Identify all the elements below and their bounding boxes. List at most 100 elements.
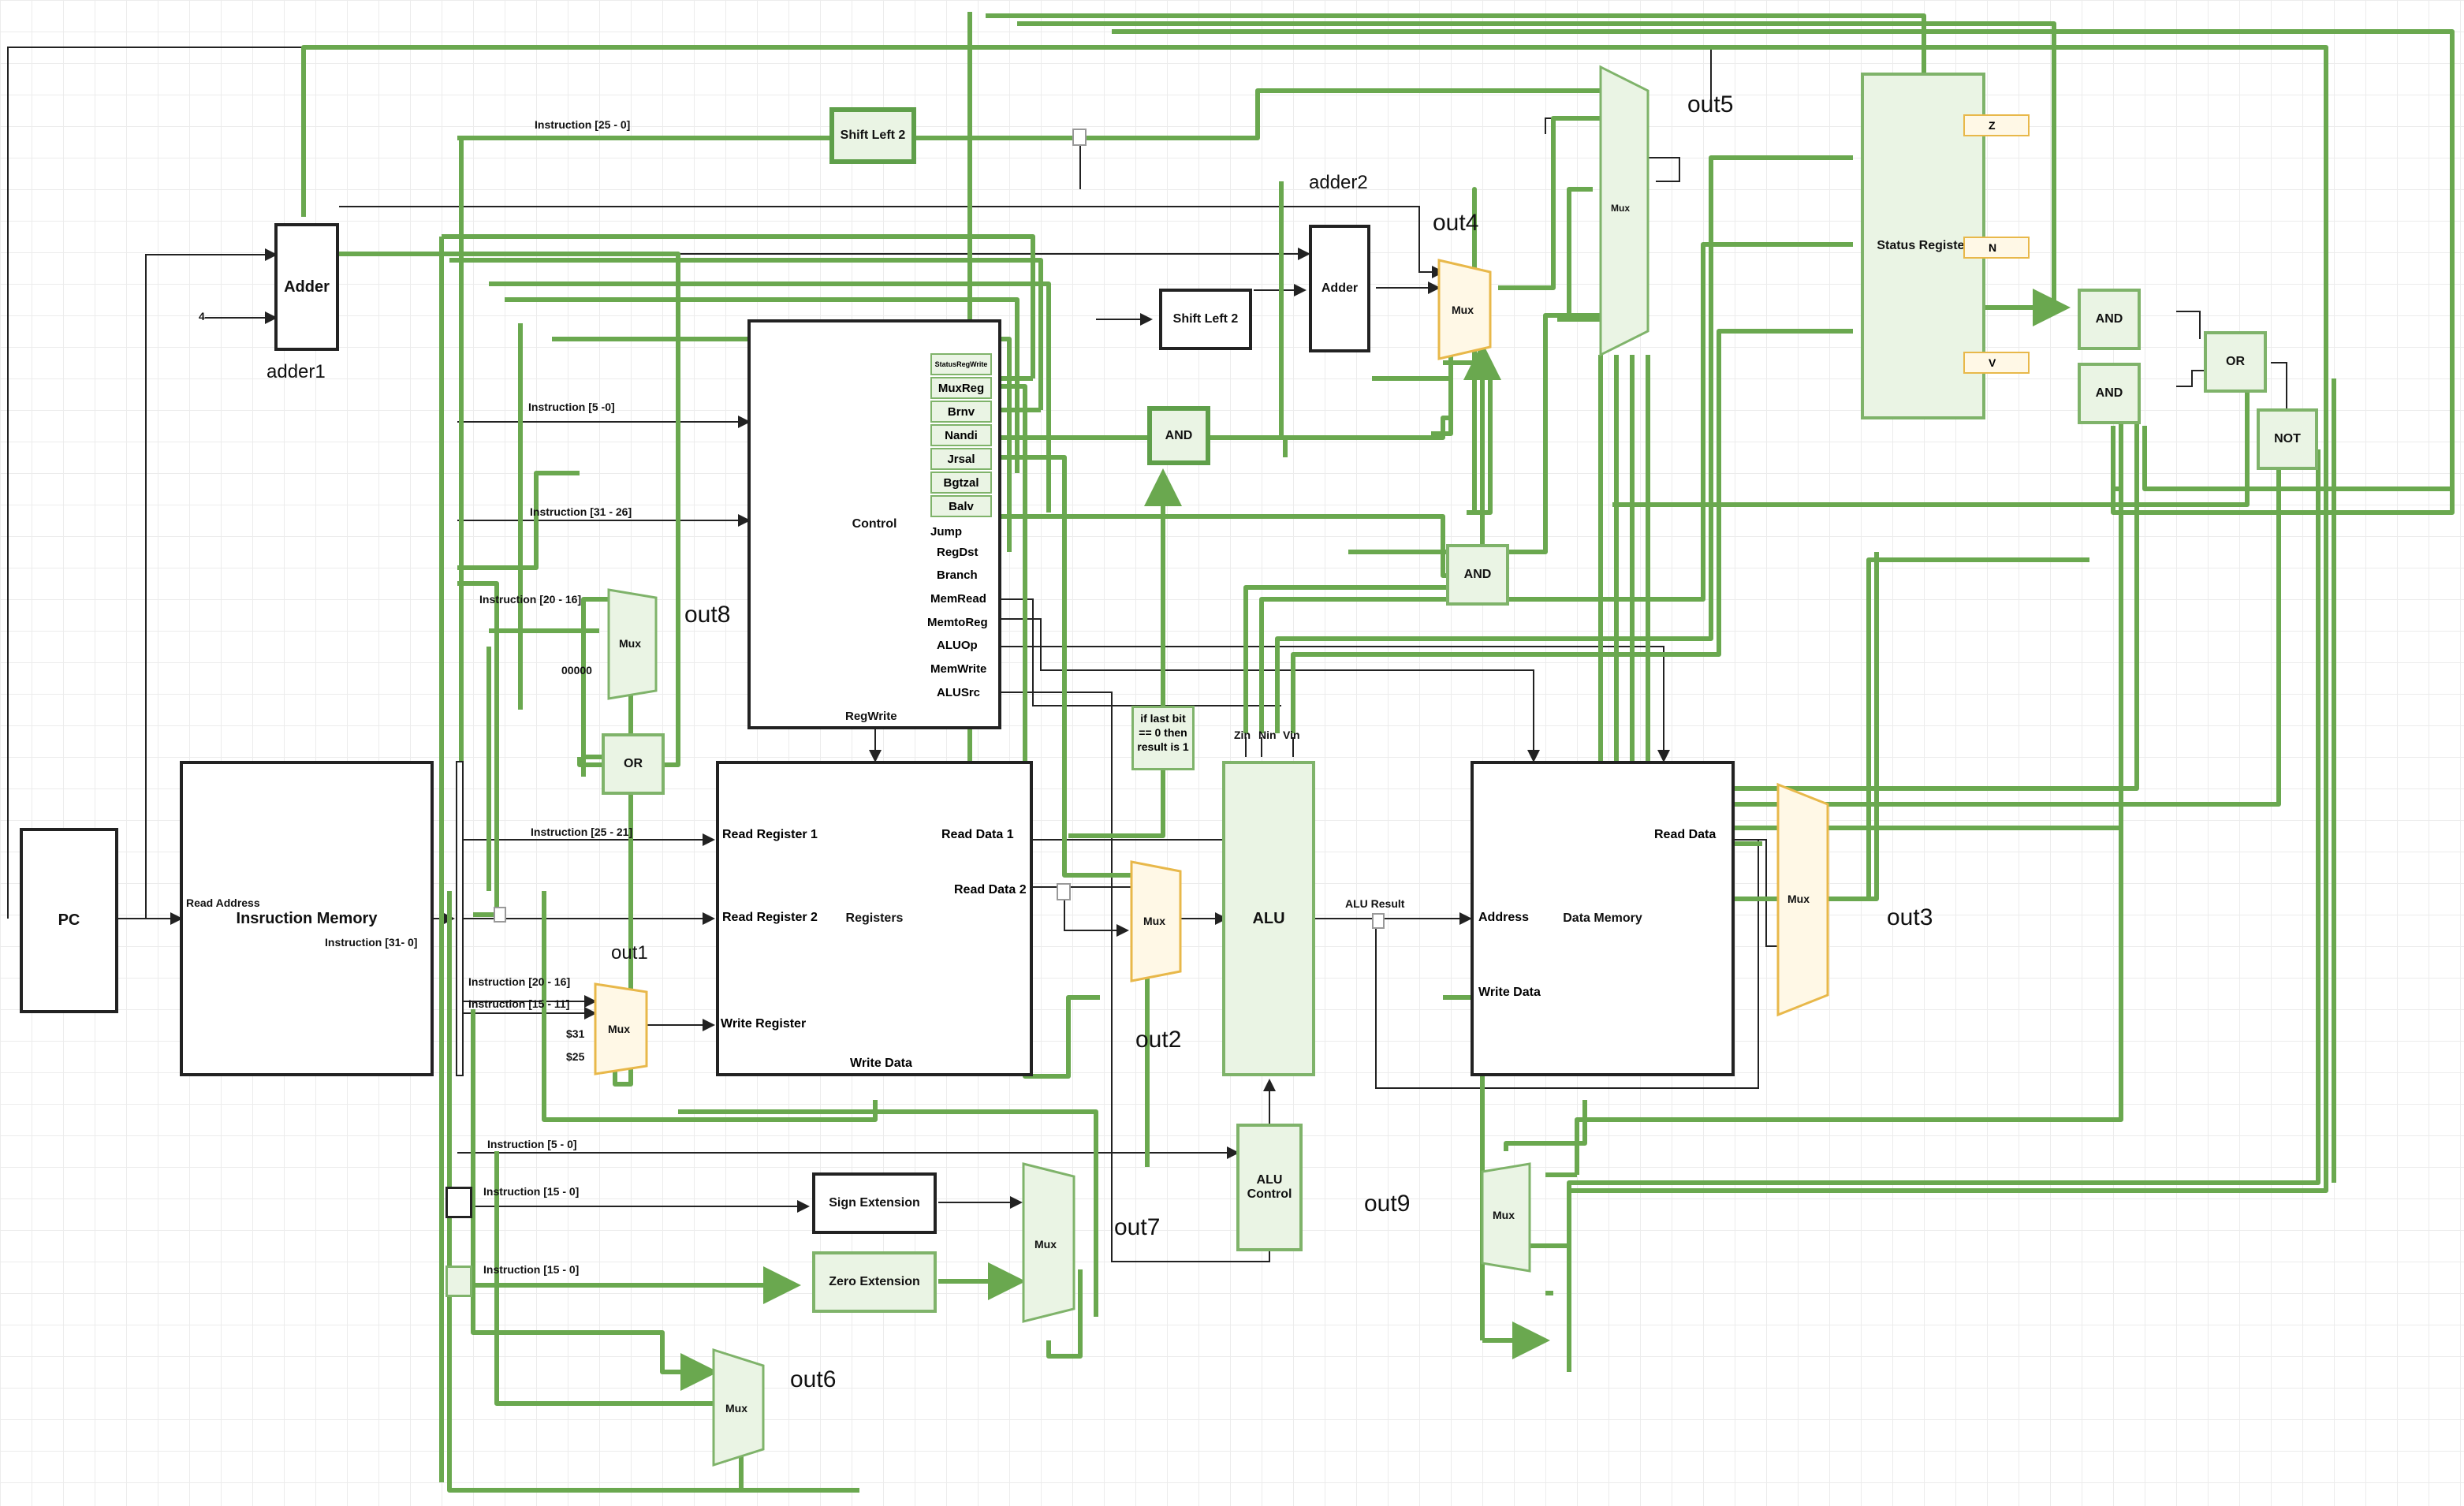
adder1-block: Adder — [274, 223, 339, 351]
ctl-bgtzal: Bgtzal — [930, 472, 992, 494]
bus-instr-25-21: Instruction [25 - 21] — [531, 826, 633, 838]
mux1-input-25: $25 — [566, 1050, 585, 1063]
mux-out8-label: Mux — [619, 637, 641, 650]
status-flag-v: V — [1963, 352, 2030, 374]
bus-instr-20-16: Instruction [20 - 16] — [468, 975, 571, 988]
or-gate-left: OR — [602, 733, 665, 795]
alu-nin-port: Nin — [1258, 729, 1277, 741]
alu-zin-port: Zin — [1234, 729, 1251, 741]
read-register-1-port: Read Register 1 — [722, 828, 818, 841]
pc-label: PC — [58, 911, 80, 929]
not-gate-label: NOT — [2274, 432, 2301, 445]
read-data-1-port: Read Data 1 — [941, 828, 1014, 841]
mux-out2-label: Mux — [1143, 915, 1165, 927]
control-label: Control — [852, 517, 897, 531]
alu-vin-port: Vin — [1283, 729, 1300, 741]
adder2-block: Adder — [1309, 225, 1370, 352]
shift-left-2-top-label: Shift Left 2 — [840, 129, 906, 142]
ctl-jrsal: Jrsal — [930, 448, 992, 470]
register-write-data-port: Write Data — [850, 1057, 912, 1070]
alu-block: ALU — [1222, 761, 1315, 1076]
out1-caption: out1 — [611, 942, 648, 964]
ctl-jump: Jump — [930, 525, 963, 539]
bus-instr-20-16-top: Instruction [20 - 16] — [479, 593, 582, 606]
bus-instr-5-0-top: Instruction [5 -0] — [528, 401, 615, 413]
dm-write-data-port: Write Data — [1478, 986, 1541, 999]
ctl-alu-src: ALUSrc — [937, 686, 981, 699]
mux-out1-label: Mux — [608, 1023, 630, 1035]
mux8-zero-input: 00000 — [561, 664, 592, 677]
register-file: Registers — [716, 761, 1033, 1076]
adder2-label: Adder — [1321, 281, 1359, 295]
status-flag-z: Z — [1963, 114, 2030, 136]
shift-left-junction — [1072, 129, 1087, 146]
ctl-nandi: Nandi — [930, 424, 992, 446]
out9-caption: out9 — [1364, 1191, 1411, 1217]
adder2-caption: adder2 — [1309, 172, 1368, 193]
or-gate-right-label: OR — [2226, 355, 2245, 368]
instruction-bus-splitter — [456, 761, 464, 1076]
sign-extension: Sign Extension — [812, 1172, 937, 1234]
status-register-label: Status Register — [1877, 239, 1970, 252]
and-gate-right1: AND — [2078, 289, 2141, 350]
adder1-label: Adder — [284, 278, 330, 296]
bus-instr-15-0-zero: Instruction [15 - 0] — [483, 1263, 580, 1276]
zero-extension: Zero Extension — [812, 1251, 937, 1313]
sign-extension-label: Sign Extension — [829, 1196, 920, 1210]
instruction-junction — [494, 907, 506, 923]
control-green-signal-list: StatusRegWrite MuxReg Brnv Nandi Jrsal B… — [930, 353, 993, 517]
ctl-branch: Branch — [937, 568, 978, 582]
alu-result-label: ALU Result — [1345, 897, 1405, 910]
imem-instruction-31-0-label: Instruction [31- 0] — [325, 936, 418, 949]
adder1-caption: adder1 — [267, 361, 326, 382]
out2-caption: out2 — [1135, 1027, 1182, 1053]
or-gate-right: OR — [2204, 331, 2267, 393]
read-data-2-port: Read Data 2 — [954, 883, 1027, 897]
sign-ext-junction — [445, 1187, 472, 1218]
zero-extension-label: Zero Extension — [829, 1275, 920, 1288]
ctl-status-reg-write: StatusRegWrite — [930, 353, 992, 375]
bus-instr-15-0-sign: Instruction [15 - 0] — [483, 1185, 580, 1198]
ctl-alu-op: ALUOp — [937, 639, 978, 652]
mux-out9-label: Mux — [1493, 1209, 1515, 1221]
and-gate-right2: AND — [2078, 363, 2141, 424]
out7-caption: out7 — [1114, 1214, 1161, 1240]
out8-caption: out8 — [684, 602, 731, 628]
read-register-2-port: Read Register 2 — [722, 911, 818, 924]
ctl-brnv: Brnv — [930, 401, 992, 423]
out3-caption: out3 — [1887, 904, 1933, 930]
or-gate-left-label: OR — [624, 757, 643, 770]
bus-instr-15-11: Instruction [15 - 11] — [468, 997, 570, 1010]
not-gate: NOT — [2257, 408, 2318, 470]
out6-caption: out6 — [790, 1366, 837, 1392]
instruction-memory: Insruction Memory — [180, 761, 434, 1076]
mux-out5-label: Mux — [1611, 203, 1630, 214]
data-memory: Data Memory — [1471, 761, 1735, 1076]
mux-out3-label: Mux — [1787, 893, 1810, 905]
zero-ext-junction — [445, 1266, 472, 1297]
mux-out7-label: Mux — [1034, 1238, 1057, 1251]
and-gate-mid-label: AND — [1463, 568, 1492, 581]
ctl-reg-dst: RegDst — [937, 546, 979, 559]
instruction-memory-label: Insruction Memory — [236, 909, 378, 927]
and-gate-right1-label: AND — [2095, 312, 2123, 326]
shift-left-2-mid: Shift Left 2 — [1159, 289, 1252, 350]
dm-read-data-port: Read Data — [1654, 828, 1717, 841]
last-bit-note: if last bit == 0 then result is 1 — [1131, 706, 1195, 770]
alu-control-label: ALU Control — [1247, 1173, 1292, 1201]
data-memory-label: Data Memory — [1563, 911, 1642, 925]
write-register-port: Write Register — [721, 1017, 807, 1031]
status-flag-n: N — [1963, 237, 2030, 259]
bus-instr-5-0-bottom: Instruction [5 - 0] — [487, 1138, 577, 1150]
out4-caption: out4 — [1433, 210, 1479, 236]
mux1-input-31: $31 — [566, 1027, 585, 1040]
ctl-mux-reg: MuxReg — [930, 377, 992, 399]
registers-label: Registers — [845, 911, 904, 925]
and-gate-mid: AND — [1446, 544, 1509, 606]
ctl-mem-write: MemWrite — [930, 662, 987, 676]
out5-caption: out5 — [1687, 91, 1734, 117]
ctl-mem-read: MemRead — [930, 592, 986, 606]
mux-out4-label: Mux — [1452, 304, 1474, 316]
